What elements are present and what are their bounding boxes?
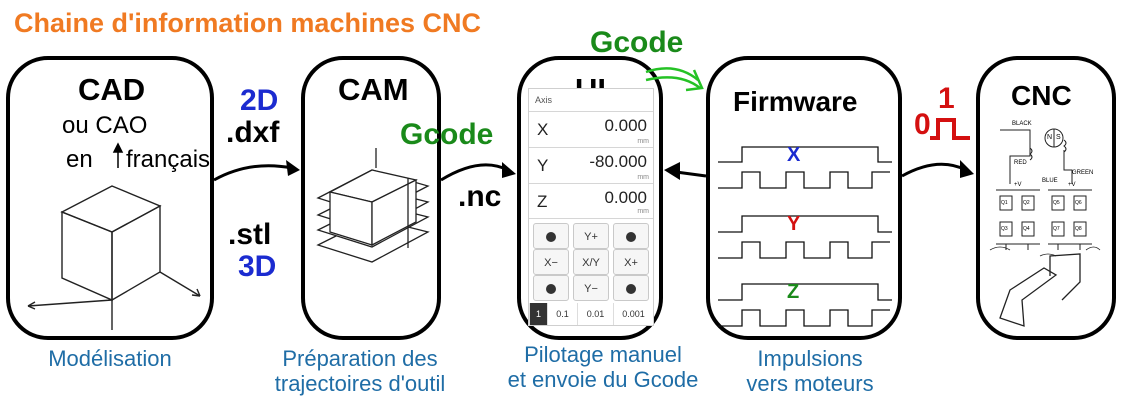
cam-ui-gcode-label: Gcode xyxy=(400,118,494,151)
cnc-label-q1: Q1 xyxy=(1001,200,1008,206)
pulse-low-label: 0 xyxy=(914,108,931,141)
ui-to-firmware-green-arrow xyxy=(645,67,704,92)
axis-x-name: X xyxy=(537,120,549,139)
axis-y-value: -80.000 xyxy=(589,152,647,171)
firmware-to-ui-arrow xyxy=(675,170,707,178)
cnc-label-blue: BLUE xyxy=(1042,178,1058,184)
firmware-to-ui-arrowhead xyxy=(664,162,680,180)
step-1-button[interactable]: 1 xyxy=(529,303,547,325)
pulse-high-label: 1 xyxy=(938,82,955,115)
cnc-label-vplus-1: +V xyxy=(1014,182,1022,188)
cad-note-en: en xyxy=(66,146,93,173)
firmware-to-cnc-arrowhead xyxy=(960,160,974,178)
step-0.1-button[interactable]: 0.1 xyxy=(547,303,577,325)
diagram-title: Chaine d'information machines CNC xyxy=(14,8,481,38)
cnc-label-s: S xyxy=(1056,134,1061,141)
ui-firmware-gcode-label: Gcode xyxy=(590,26,684,59)
rotate-left-icon xyxy=(546,284,556,295)
jog-y-minus-button[interactable]: Y− xyxy=(573,275,609,301)
axis-y-unit: mm xyxy=(637,174,649,181)
cnc-label-q6: Q6 xyxy=(1075,200,1082,206)
cnc-label-black: BLACK xyxy=(1012,121,1032,127)
caption-firmware-line2: vers moteurs xyxy=(746,371,874,396)
jog-rotate-right-button-2[interactable] xyxy=(613,275,649,301)
cam-ui-nc-label: .nc xyxy=(458,180,502,213)
step-0.001-button[interactable]: 0.001 xyxy=(613,303,653,325)
cnc-box xyxy=(976,56,1116,340)
rotate-right-icon xyxy=(626,284,636,295)
caption-cam: Préparation des trajectoires d'outil xyxy=(250,346,470,396)
axis-row-y: Y -80.000 mm xyxy=(529,147,653,184)
step-0.01-button[interactable]: 0.01 xyxy=(577,303,613,325)
axis-row-z: Z 0.000 mm xyxy=(529,183,653,219)
cam-label: CAM xyxy=(338,72,409,107)
cnc-label-q3: Q3 xyxy=(1001,226,1008,232)
cnc-label-green: GREEN xyxy=(1072,170,1094,176)
firmware-box xyxy=(706,56,902,340)
axis-row-x: X 0.000 mm xyxy=(529,111,653,148)
caption-cam-line2: trajectoires d'outil xyxy=(274,371,446,396)
cad-box xyxy=(6,56,214,340)
cnc-label-q2: Q2 xyxy=(1023,200,1030,206)
axis-z-name: Z xyxy=(537,192,548,211)
cnc-label-red: RED xyxy=(1014,160,1027,166)
cnc-label: CNC xyxy=(1011,80,1072,111)
caption-firmware: Impulsions vers moteurs xyxy=(720,346,900,396)
caption-cad: Modélisation xyxy=(20,346,200,371)
cnc-label-q7: Q7 xyxy=(1053,226,1060,232)
cam-to-ui-arrowhead xyxy=(502,162,516,178)
cad-to-cam-arrowhead xyxy=(286,160,300,176)
jog-rotate-right-button-1[interactable] xyxy=(613,223,649,249)
up-arrow-icon xyxy=(112,142,124,168)
cad-to-cam-arrow xyxy=(213,164,293,182)
rotate-left-icon xyxy=(546,232,556,243)
axis-z-unit: mm xyxy=(637,208,649,215)
axis-x-value: 0.000 xyxy=(604,116,647,135)
caption-ui-line1: Pilotage manuel xyxy=(524,342,682,367)
cnc-label-q5: Q5 xyxy=(1053,200,1060,206)
jog-rotate-left-button-2[interactable] xyxy=(533,275,569,301)
cnc-label-vplus-2: +V xyxy=(1068,182,1076,188)
axis-x-unit: mm xyxy=(637,138,649,145)
firmware-label: Firmware xyxy=(733,86,858,117)
cnc-label-q8: Q8 xyxy=(1075,226,1082,232)
cam-to-ui-arrow xyxy=(440,163,509,182)
cnc-label-q4: Q4 xyxy=(1023,226,1030,232)
caption-cad-line1: Modélisation xyxy=(48,346,172,371)
caption-cam-line1: Préparation des xyxy=(282,346,438,371)
axis-y-name: Y xyxy=(537,156,549,175)
cnc-label-n: N xyxy=(1047,134,1053,141)
jog-y-plus-button[interactable]: Y+ xyxy=(573,223,609,249)
cad-note-line1: ou CAO xyxy=(62,112,148,139)
jog-rotate-left-button-1[interactable] xyxy=(533,223,569,249)
cad-cube-drawing xyxy=(27,185,201,330)
format-3d-label: 3D xyxy=(238,250,277,283)
jog-x-minus-button[interactable]: X− xyxy=(533,249,569,275)
format-stl-label: .stl xyxy=(228,218,272,251)
caption-ui-line2: et envoie du Gcode xyxy=(507,367,699,392)
signal-x-label: X xyxy=(787,144,801,166)
firmware-to-cnc-arrow xyxy=(901,162,967,178)
cnc-schematic xyxy=(989,128,1101,327)
ui-control-panel: Axis X 0.000 mm Y -80.000 mm Z 0.000 mm … xyxy=(528,88,654,326)
ui-axis-header: Axis xyxy=(535,95,553,105)
format-2d-label: 2D xyxy=(240,84,279,117)
signal-z-label: Z xyxy=(787,281,800,303)
signal-y-label: Y xyxy=(787,213,801,235)
cam-layers-drawing xyxy=(316,148,430,263)
caption-ui: Pilotage manuel et envoie du Gcode xyxy=(478,342,728,392)
axis-z-value: 0.000 xyxy=(604,188,647,207)
pulse-waveform xyxy=(930,118,970,140)
cad-label: CAD xyxy=(78,72,146,107)
caption-firmware-line1: Impulsions xyxy=(757,346,863,371)
format-dxf-label: .dxf xyxy=(226,116,280,149)
cad-note-francais: français xyxy=(126,146,211,173)
jog-xy-button[interactable]: X/Y xyxy=(573,249,609,275)
jog-x-plus-button[interactable]: X+ xyxy=(613,249,649,275)
rotate-right-icon xyxy=(626,232,636,243)
firmware-signals xyxy=(718,146,892,327)
